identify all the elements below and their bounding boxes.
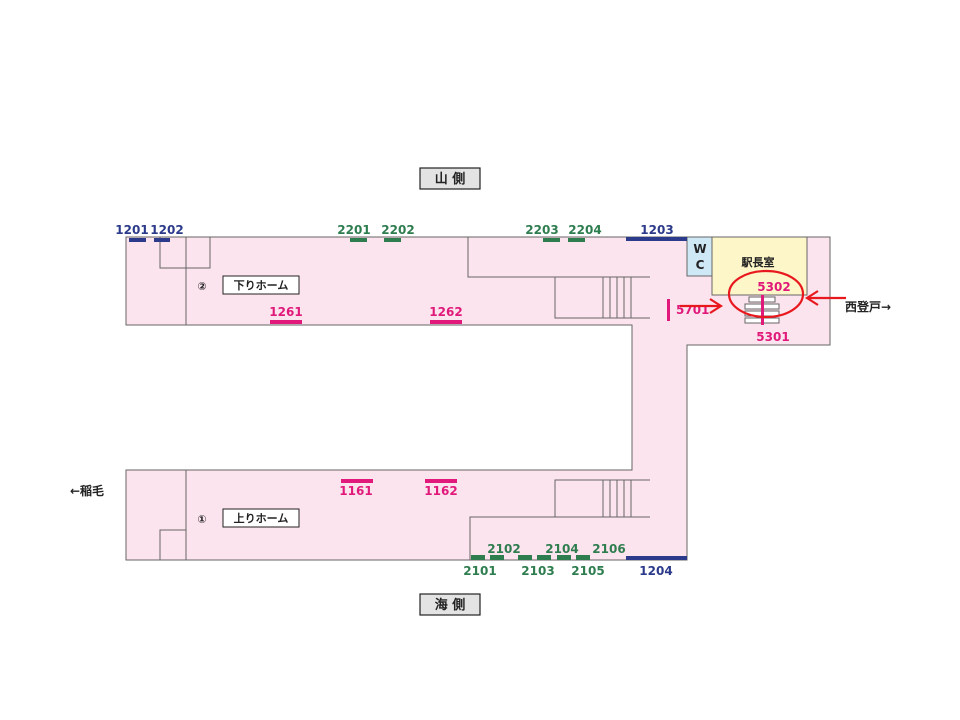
marker-1202[interactable]: 1202 xyxy=(150,223,183,237)
platform-1-name: 上りホーム xyxy=(234,511,289,525)
station-master-label: 駅長室 xyxy=(741,255,775,269)
wc-w: W xyxy=(693,242,706,256)
marker-1161[interactable]: 1161 xyxy=(339,484,372,498)
wc-room xyxy=(686,236,713,277)
platform-1-name-box xyxy=(222,508,300,528)
marker-2203[interactable]: 2203 xyxy=(525,223,558,237)
svg-text:山 側: 山 側 xyxy=(435,171,466,187)
marker-2101[interactable]: 2101 xyxy=(463,564,496,578)
marker-2103[interactable]: 2103 xyxy=(521,564,554,578)
svg-text:海 側: 海 側 xyxy=(435,597,466,613)
marker-2202[interactable]: 2202 xyxy=(381,223,414,237)
marker-1262[interactable]: 1262 xyxy=(429,305,462,319)
marker-5302[interactable]: 5302 xyxy=(757,280,790,294)
marker-2104[interactable]: 2104 xyxy=(545,542,578,556)
direction-east: 西登戸→ xyxy=(845,299,891,314)
sea-side-label: 海 側 xyxy=(419,593,481,616)
marker-1162[interactable]: 1162 xyxy=(424,484,457,498)
marker-1203[interactable]: 1203 xyxy=(640,223,673,237)
platform-2-name: 下りホーム xyxy=(234,279,289,292)
marker-5301[interactable]: 5301 xyxy=(756,330,789,344)
platform-2-name-box xyxy=(222,275,300,295)
marker-1204[interactable]: 1204 xyxy=(639,564,672,578)
arrow-from-east xyxy=(804,290,846,306)
platform-2-number: ② xyxy=(197,280,206,293)
marker-1261[interactable]: 1261 xyxy=(269,305,302,319)
structure-lines xyxy=(159,237,650,560)
direction-west: ←稲毛 xyxy=(70,483,104,498)
marker-1201[interactable]: 1201 xyxy=(115,223,148,237)
marker-2102[interactable]: 2102 xyxy=(487,542,520,556)
platform-floor xyxy=(125,236,831,561)
marker-2106[interactable]: 2106 xyxy=(592,542,625,556)
wc-c: C xyxy=(696,258,705,272)
marker-2105[interactable]: 2105 xyxy=(571,564,604,578)
highlight-circle xyxy=(727,269,805,319)
marker-2204[interactable]: 2204 xyxy=(568,223,601,237)
station-master-room xyxy=(711,236,808,296)
marker-2201[interactable]: 2201 xyxy=(337,223,370,237)
mountain-side-label: 山 側 xyxy=(419,167,481,190)
arrow-from-5701 xyxy=(680,298,724,314)
platform-1-number: ① xyxy=(197,513,206,526)
